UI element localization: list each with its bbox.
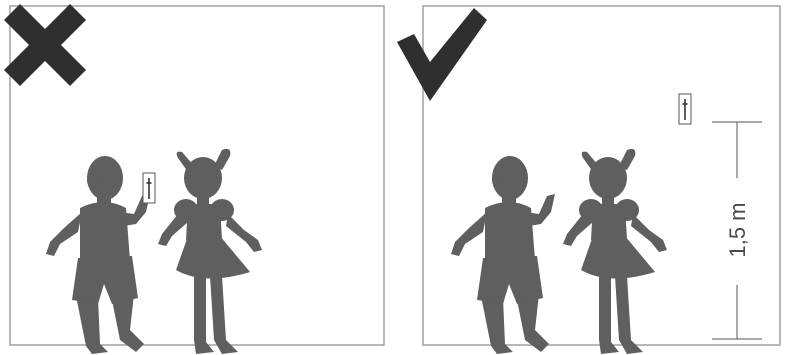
light-switch [143,173,155,203]
panel-incorrect [4,4,384,354]
light-switch [679,94,691,124]
panel-correct: 1,5 m [397,6,780,354]
height-label: 1,5 m [725,202,750,257]
